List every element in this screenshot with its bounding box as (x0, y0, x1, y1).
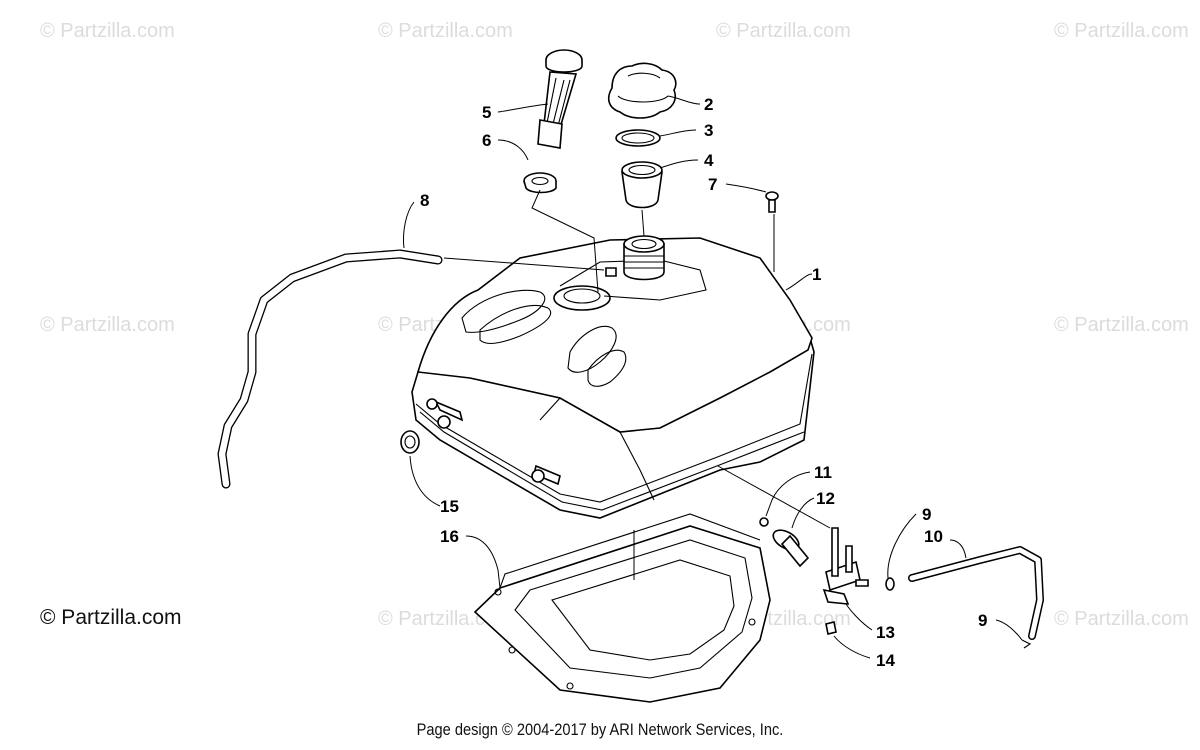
callout-16: 16 (440, 527, 459, 546)
watermark: © Partzilla.com (1054, 608, 1189, 630)
fuel-tank-shield-part-16[interactable] (473, 513, 771, 703)
callout-4: 4 (704, 151, 714, 170)
callout-12: 12 (816, 489, 835, 508)
fuel-tank-part-1[interactable] (411, 235, 815, 519)
vent-hose-part-8[interactable] (217, 249, 443, 489)
callout-9-lower: 9 (978, 611, 987, 630)
strainer-part-4[interactable] (621, 161, 663, 209)
gasket-part-3[interactable] (615, 129, 661, 147)
fuel-hose-part-10[interactable] (908, 546, 1044, 640)
watermark: © Partzilla.com (40, 20, 175, 42)
leader-lines (403, 95, 1023, 659)
fuel-valve-part-13[interactable] (822, 527, 869, 605)
fuel-cap-part-2[interactable] (607, 62, 677, 119)
callout-14: 14 (876, 651, 895, 670)
callout-3: 3 (704, 121, 713, 140)
watermark: © Partzilla.com (40, 314, 175, 336)
grommet-part-15[interactable] (400, 430, 420, 454)
callout-10: 10 (924, 527, 943, 546)
callout-1: 1 (812, 265, 821, 284)
callout-6: 6 (482, 131, 491, 150)
clamp-part-9[interactable] (885, 577, 895, 591)
callout-15: 15 (440, 497, 459, 516)
callout-11: 11 (814, 463, 832, 482)
callout-8: 8 (420, 191, 429, 210)
gasket-part-6[interactable] (523, 172, 557, 194)
watermark: © Partzilla.com (378, 20, 513, 42)
page-footer: Page design © 2004-2017 by ARI Network S… (416, 720, 784, 739)
watermark: © Partzilla.com (1054, 314, 1189, 336)
watermark: © Partzilla.com (716, 20, 851, 42)
screw-part-7[interactable] (765, 191, 779, 213)
callout-5: 5 (482, 103, 491, 122)
callout-2: 2 (704, 95, 713, 114)
screw-part-11[interactable] (759, 517, 769, 527)
callout-13: 13 (876, 623, 895, 642)
clamp-part-9[interactable] (1021, 639, 1032, 649)
fuel-gauge-part-5[interactable] (537, 49, 583, 149)
site-credit: © Partzilla.com (40, 606, 182, 629)
watermark: © Partzilla.com (1054, 20, 1189, 42)
callout-9-upper: 9 (922, 505, 931, 524)
callout-7: 7 (708, 175, 717, 194)
o-ring-part-12[interactable] (770, 526, 810, 568)
nut-part-14[interactable] (825, 621, 837, 635)
